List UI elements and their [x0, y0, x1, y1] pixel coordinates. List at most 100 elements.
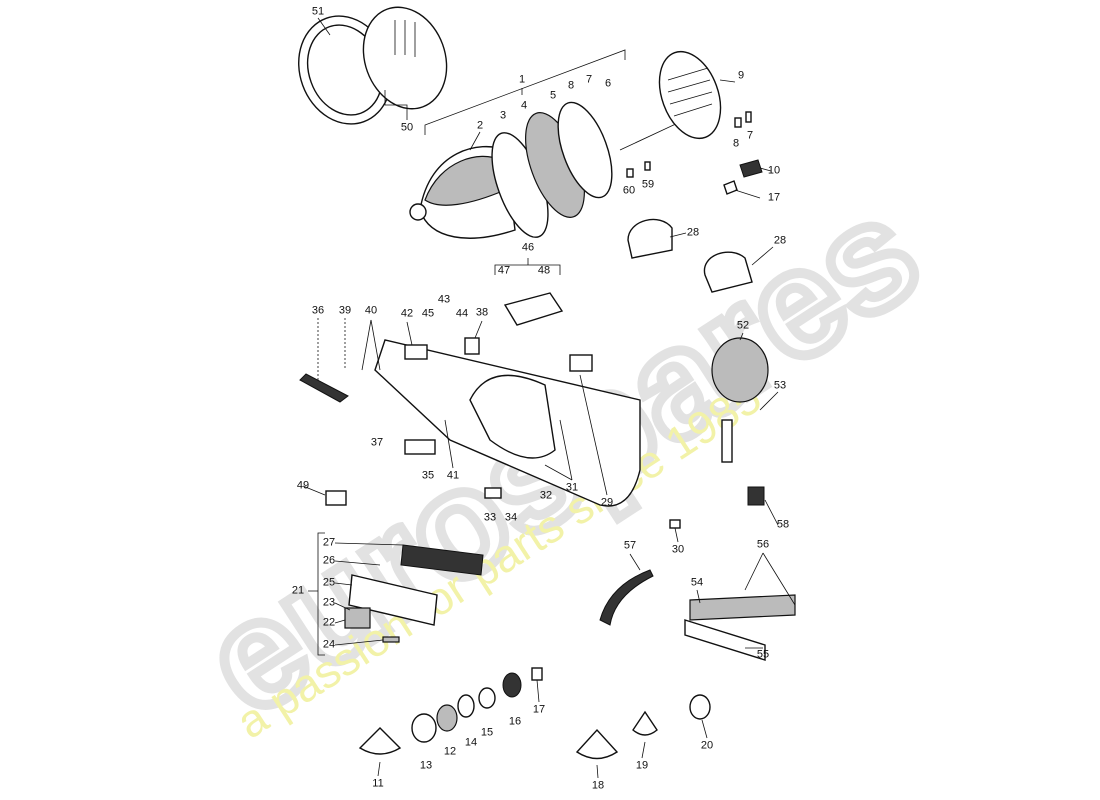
callout-5: 5: [549, 89, 557, 102]
headlamp-assembly-1: [409, 49, 681, 239]
callout-46: 46: [521, 241, 535, 254]
callout-57: 57: [623, 539, 637, 552]
bulb-42: [404, 344, 428, 360]
horn-bracket-53: [721, 419, 733, 463]
callout-40: 40: [364, 304, 378, 317]
callout-28a: 28: [686, 226, 700, 239]
strap-57: [599, 569, 654, 626]
callout-38: 38: [475, 306, 489, 319]
callout-50: 50: [400, 121, 414, 134]
callout-58: 58: [776, 518, 790, 531]
callout-26: 26: [322, 554, 336, 567]
lens-22: [344, 607, 371, 629]
lamp-housing-25: [348, 574, 438, 626]
clip-60: [626, 168, 634, 178]
switch-35: [404, 439, 436, 455]
horn-52: [711, 337, 769, 403]
callout-24: 24: [322, 638, 336, 651]
fog-lamp-28b: [703, 251, 753, 293]
relay-29: [569, 354, 593, 372]
callout-14: 14: [464, 736, 478, 749]
callout-56: 56: [756, 538, 770, 551]
lamp-46: [503, 292, 564, 326]
callout-23: 23: [322, 596, 336, 609]
callout-7: 7: [585, 73, 593, 86]
switch-33: [484, 487, 502, 499]
callout-8b: 8: [732, 137, 740, 150]
callout-16: 16: [508, 715, 522, 728]
bulb-17b: [531, 667, 543, 681]
callout-3: 3: [499, 109, 507, 122]
callout-53: 53: [773, 379, 787, 392]
callout-60: 60: [622, 184, 636, 197]
fuse-box-54: [689, 594, 796, 621]
callout-59: 59: [641, 178, 655, 191]
clamp-58: [747, 486, 765, 506]
callout-45: 45: [421, 307, 435, 320]
bulb-17: [723, 180, 738, 195]
lens-19: [632, 710, 658, 736]
part-24: [382, 636, 400, 643]
callout-18: 18: [591, 779, 605, 792]
callout-28b: 28: [773, 234, 787, 247]
callout-2: 2: [476, 119, 484, 132]
callout-21: 21: [291, 584, 305, 597]
callout-44: 44: [455, 307, 469, 320]
fog-lamp-grille-9: [658, 50, 722, 140]
callout-49: 49: [296, 479, 310, 492]
relay-38: [464, 337, 480, 355]
fuse-cover-55: [684, 619, 766, 661]
callout-30: 30: [671, 543, 685, 556]
base-15: [478, 687, 496, 709]
callout-36: 36: [311, 304, 325, 317]
callout-15: 15: [480, 726, 494, 739]
lens-12: [436, 704, 458, 732]
callout-27: 27: [322, 536, 336, 549]
callout-29: 29: [600, 496, 614, 509]
callout-41: 41: [446, 469, 460, 482]
lamp-18: [575, 728, 619, 760]
bulb-holder-10: [739, 159, 763, 178]
callout-43: 43: [437, 293, 451, 306]
callout-20: 20: [700, 739, 714, 752]
callout-48: 48: [537, 264, 551, 277]
instrument-cutout: [469, 374, 556, 459]
callout-37: 37: [370, 436, 384, 449]
callout-17b: 17: [532, 703, 546, 716]
lamp-base-27: [400, 544, 484, 576]
lamp-11: [358, 727, 402, 755]
callout-13: 13: [419, 759, 433, 772]
part-30: [669, 519, 681, 529]
callout-51: 51: [311, 5, 325, 18]
callout-4: 4: [520, 99, 528, 112]
lens-13: [411, 713, 437, 743]
callout-25: 25: [322, 576, 336, 589]
callout-12: 12: [443, 745, 457, 758]
screw-59: [644, 161, 651, 171]
callout-32: 32: [539, 489, 553, 502]
leader-lines: [302, 17, 796, 779]
lamp-49: [325, 490, 347, 506]
callout-31: 31: [565, 481, 579, 494]
switch-36: [299, 373, 349, 403]
callout-54: 54: [690, 576, 704, 589]
callout-42: 42: [400, 307, 414, 320]
clip-8: [734, 117, 742, 128]
callout-8: 8: [567, 79, 575, 92]
callout-33: 33: [483, 511, 497, 524]
callout-47: 47: [497, 264, 511, 277]
seal-14: [457, 694, 475, 718]
callout-9: 9: [737, 69, 745, 82]
callout-10: 10: [767, 164, 781, 177]
callout-34: 34: [504, 511, 518, 524]
fog-lamp-28a: [627, 218, 673, 259]
callout-6: 6: [604, 77, 612, 90]
base-20: [689, 694, 711, 720]
callout-52: 52: [736, 319, 750, 332]
callout-39: 39: [338, 304, 352, 317]
callout-35: 35: [421, 469, 435, 482]
callout-19: 19: [635, 759, 649, 772]
callout-1: 1: [518, 73, 526, 86]
